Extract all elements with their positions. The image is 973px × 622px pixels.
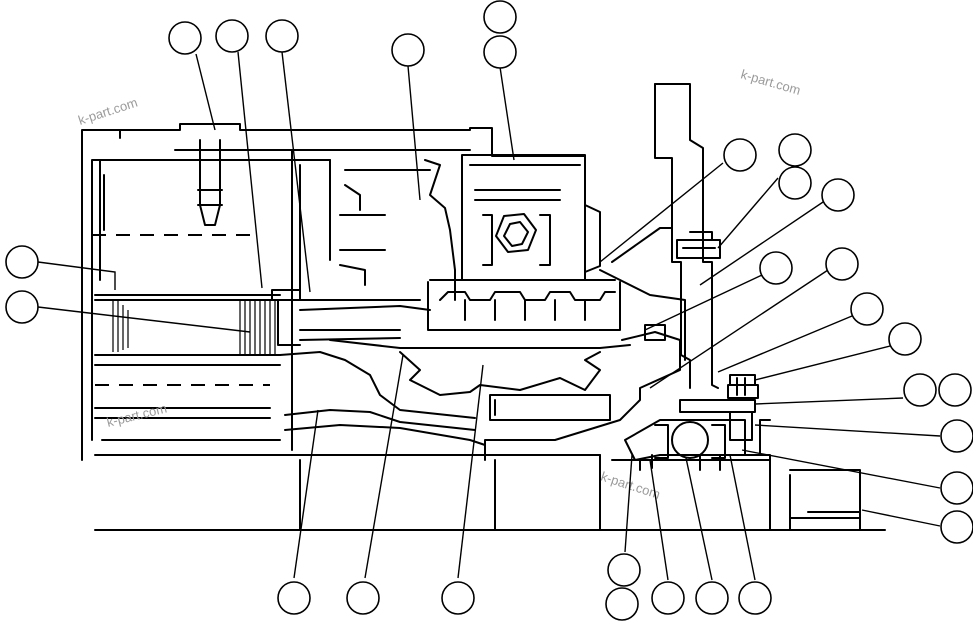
callout-circle-27 (651, 581, 685, 615)
callout-circle-2 (483, 35, 517, 69)
callout-circle-7 (5, 245, 39, 279)
callout-circle-13 (759, 251, 793, 285)
callout-circle-8 (5, 290, 39, 324)
watermark-top-right: k-part.com (739, 66, 802, 97)
callout-circle-21 (940, 510, 973, 544)
callout-circle-22 (277, 581, 311, 615)
callout-circle-6 (391, 33, 425, 67)
callout-circle-18 (938, 373, 972, 407)
hatch-area (112, 300, 276, 355)
callout-circle-17 (903, 373, 937, 407)
callout-circle-11 (778, 166, 812, 200)
callout-balloons (5, 0, 973, 621)
callout-circle-26 (605, 587, 639, 621)
callout-circle-19 (940, 419, 973, 453)
callout-circle-1 (483, 0, 517, 34)
callout-circle-24 (441, 581, 475, 615)
watermark-top-left: k-part.com (76, 95, 139, 128)
bolt-stack (679, 374, 759, 441)
callout-circle-9 (723, 138, 757, 172)
leader-lines (37, 51, 941, 581)
callout-circle-14 (825, 247, 859, 281)
hex-bolt (482, 213, 551, 266)
assembly-drawing (81, 83, 886, 531)
callout-circle-3 (168, 21, 202, 55)
callout-circle-16 (888, 322, 922, 356)
watermark-mid-left: k-part.com (105, 401, 168, 430)
callout-circle-28 (695, 581, 729, 615)
callout-circle-23 (346, 581, 380, 615)
callout-circle-15 (850, 292, 884, 326)
callout-circle-29 (738, 581, 772, 615)
callout-circle-12 (821, 178, 855, 212)
callout-circle-4 (215, 19, 249, 53)
watermarks: k-part.com k-part.com k-part.com k-part.… (76, 66, 802, 501)
callout-circle-5 (265, 19, 299, 53)
callout-circle-25 (607, 553, 641, 587)
callout-circle-20 (940, 471, 973, 505)
callout-circle-10 (778, 133, 812, 167)
